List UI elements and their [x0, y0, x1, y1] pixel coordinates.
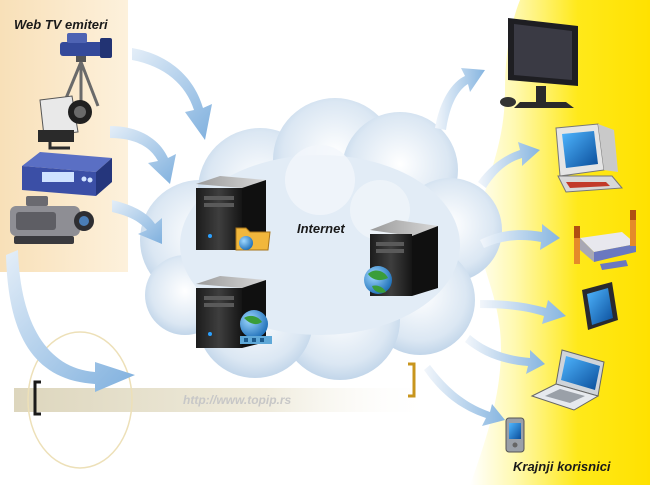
users-title: Krajnji korisnici: [513, 459, 611, 474]
sources-title: Web TV emiteri: [14, 17, 108, 32]
globe-network-server-icon: [196, 276, 272, 348]
phone-icon: [505, 417, 525, 453]
tv-studio-camera-icon: [38, 95, 92, 150]
right-bracket: [408, 362, 416, 398]
camcorder-icon: [10, 196, 94, 244]
folder-server-icon: [196, 176, 271, 251]
router-icon: [574, 210, 636, 270]
internet-cloud: [140, 98, 502, 380]
internet-label: Internet: [297, 221, 345, 236]
tablet-icon: [582, 282, 618, 330]
set-top-box-icon: [22, 152, 112, 196]
outbound-arrows: [424, 68, 566, 426]
website-url[interactable]: http://www.topip.rs: [183, 393, 292, 407]
decorative-ring: [27, 331, 133, 469]
monitor-icon: [500, 18, 578, 108]
url-bar: [14, 388, 434, 412]
left-bracket: [33, 380, 41, 416]
globe-server-icon: [364, 220, 438, 296]
inbound-arrows: [6, 48, 212, 392]
laptop-icon: [530, 349, 605, 411]
desktop-computer-icon: [555, 123, 624, 193]
